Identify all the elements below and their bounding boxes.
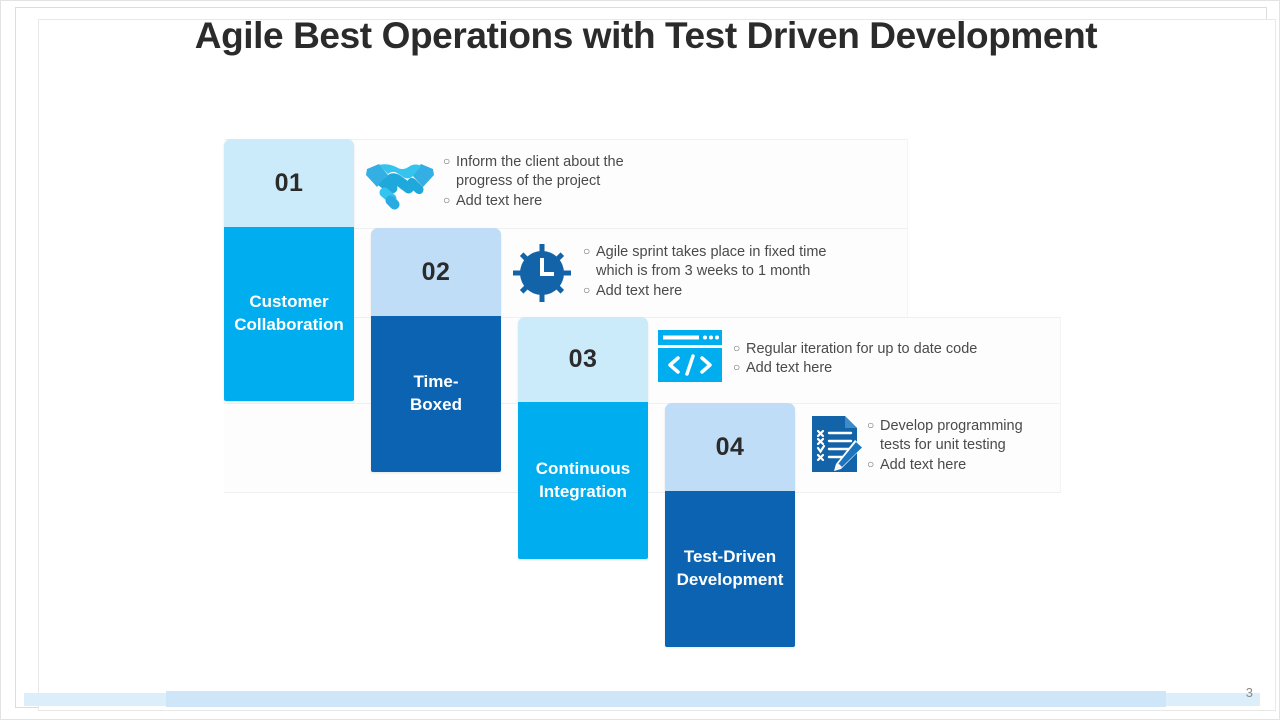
bullet-item: ○ Inform the client about the	[443, 153, 863, 172]
handshake-icon	[364, 153, 436, 211]
step-label-2	[371, 316, 501, 472]
step-block-1[interactable]: 01 Customer Collaboration	[224, 139, 354, 401]
step-label-1-line2: Collaboration	[234, 315, 344, 334]
bullet-marker-icon: ○	[733, 360, 741, 375]
step-number-3: 03	[518, 317, 648, 402]
bullet-item: ○ Add text here	[583, 282, 1003, 301]
step-label-1	[224, 227, 354, 401]
bullet-text-cont: which is from 3 weeks to 1 month	[596, 263, 811, 280]
step-number-2: 02	[371, 228, 501, 316]
bullets-1: ○ Inform the client about the progress o…	[443, 153, 863, 211]
bullets-4: ○ Develop programming tests for unit tes…	[867, 417, 1227, 475]
step-label-2-line2: Boxed	[410, 395, 462, 414]
bullets-2: ○ Agile sprint takes place in fixed time…	[583, 243, 1003, 301]
step-number-4: 04	[665, 403, 795, 491]
bullet-item: ○ Regular iteration for up to date code	[733, 340, 1133, 359]
bullets-3: ○ Regular iteration for up to date code …	[733, 340, 1133, 379]
step-label-3-line1: Continuous	[535, 458, 631, 478]
step-block-4[interactable]: 04 Test-Driven Development	[665, 403, 795, 647]
bullet-text-cont: progress of the project	[456, 173, 601, 190]
bullet-marker-icon: ○	[583, 244, 591, 258]
step-label-2-line1: Time-	[413, 372, 459, 392]
bullet-text: Inform the client about the	[456, 154, 624, 170]
bullet-item: ○ Add text here	[443, 192, 863, 211]
bullet-marker-icon: ○	[733, 341, 741, 355]
bullet-item: ○ Add text here	[867, 456, 1227, 475]
step-label-1-line1: Customer	[249, 292, 329, 312]
bullet-item: ○ Add text here	[733, 359, 1133, 378]
bullet-marker-icon: ○	[443, 154, 451, 168]
code-window-icon	[658, 330, 722, 382]
checklist-pencil-icon	[807, 414, 865, 474]
bullet-text: Add text here	[880, 456, 967, 473]
bullet-text: Add text here	[456, 192, 543, 209]
bullet-marker-icon: ○	[443, 192, 451, 207]
step-label-text-2: Time- Boxed	[371, 316, 501, 472]
bullet-marker-icon: ○	[867, 418, 875, 432]
step-label-text-4: Test-Driven Development	[665, 491, 795, 647]
step-number-1: 01	[224, 139, 354, 227]
step-label-text-3: Continuous Integration	[518, 402, 648, 559]
step-label-4-line2: Development	[676, 570, 784, 589]
clock-icon	[513, 244, 571, 302]
step-label-3	[518, 402, 648, 559]
bullet-text: Regular iteration for up to date code	[746, 341, 978, 357]
page-title: Agile Best Operations with Test Driven D…	[194, 15, 1098, 56]
step-label-4	[665, 491, 795, 647]
bullet-text: Add text here	[596, 282, 683, 299]
bullet-text-cont: tests for unit testing	[880, 437, 1006, 454]
step-block-2[interactable]: 02 Time- Boxed	[371, 228, 501, 472]
bullet-marker-icon: ○	[867, 456, 875, 471]
bullet-marker-icon: ○	[583, 282, 591, 297]
bullet-text: Add text here	[746, 360, 833, 377]
page-number: 3	[1245, 685, 1253, 700]
step-label-text-1: Customer Collaboration	[224, 227, 354, 401]
step-label-3-line2: Integration	[539, 481, 627, 501]
bullet-text: Develop programming	[880, 418, 1023, 434]
step-block-3[interactable]: 03 Continuous Integration	[518, 317, 648, 559]
bullet-text: Agile sprint takes place in fixed time	[596, 244, 827, 260]
bullet-item: ○ Develop programming	[867, 417, 1227, 436]
footer-bar-inner	[166, 691, 1166, 707]
step-label-4-line1: Test-Driven	[683, 547, 777, 567]
bullet-item: ○ Agile sprint takes place in fixed time	[583, 243, 1003, 262]
